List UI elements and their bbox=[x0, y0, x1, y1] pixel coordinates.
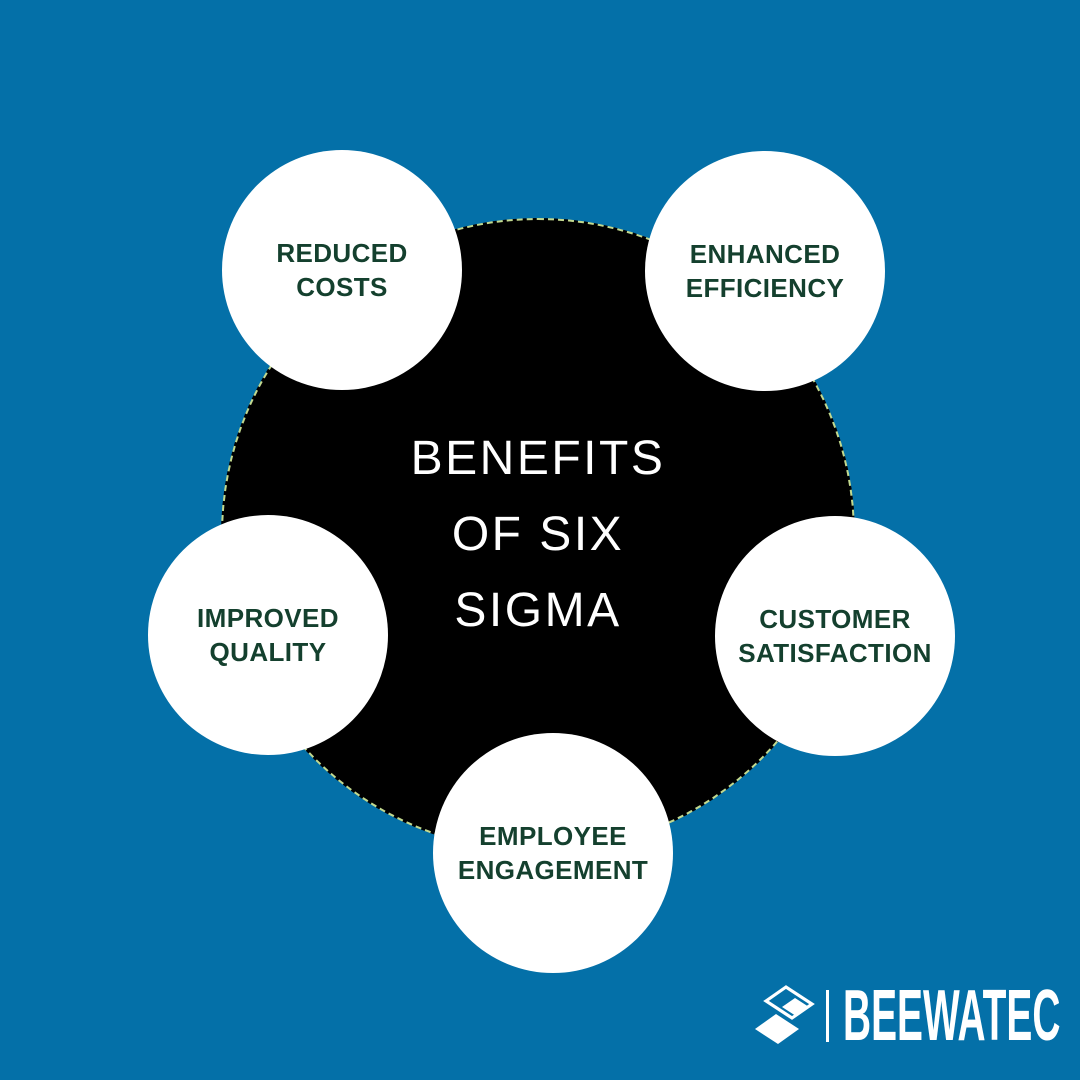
benefit-label-line-2: QUALITY bbox=[209, 637, 327, 667]
title-line-1: BENEFITS bbox=[410, 432, 666, 485]
benefit-label-line-2: COSTS bbox=[296, 272, 388, 302]
benefit-label-line-1: IMPROVED bbox=[197, 603, 339, 633]
benefit-label-line-2: ENGAGEMENT bbox=[457, 855, 649, 885]
benefit-label: CUSTOMER SATISFACTION bbox=[738, 602, 932, 670]
title-line-3: SIGMA bbox=[454, 584, 622, 637]
title-line-2: OF SIX bbox=[451, 508, 625, 561]
benefit-label-line-1: CUSTOMER bbox=[759, 604, 911, 634]
benefit-label-line-2: SATISFACTION bbox=[738, 638, 932, 668]
benefit-circle-customer-satisfaction: CUSTOMER SATISFACTION bbox=[715, 516, 955, 756]
benefit-circle-improved-quality: IMPROVED QUALITY bbox=[148, 515, 388, 755]
benefit-label-line-1: EMPLOYEE bbox=[479, 821, 627, 851]
benefit-label: IMPROVED QUALITY bbox=[197, 601, 339, 669]
logo-wordmark: BEEWATEC bbox=[843, 976, 1061, 1056]
benefit-label: EMPLOYEE ENGAGEMENT bbox=[458, 819, 648, 887]
benefit-label-line-2: EFFICIENCY bbox=[685, 273, 845, 303]
benefit-label: ENHANCED EFFICIENCY bbox=[686, 237, 845, 305]
beewatec-logo: BEEWATEC bbox=[753, 976, 1080, 1056]
beewatec-tiles-icon bbox=[755, 985, 815, 1044]
benefit-label-line-1: REDUCED bbox=[276, 238, 408, 268]
logo-divider bbox=[826, 990, 829, 1042]
benefit-label: REDUCED COSTS bbox=[276, 236, 407, 304]
benefit-circle-reduced-costs: REDUCED COSTS bbox=[222, 150, 462, 390]
benefit-circle-employee-engagement: EMPLOYEE ENGAGEMENT bbox=[433, 733, 673, 973]
diagram-title: BENEFITS OF SIX SIGMA bbox=[411, 421, 666, 649]
benefit-circle-enhanced-efficiency: ENHANCED EFFICIENCY bbox=[645, 151, 885, 391]
benefit-label-line-1: ENHANCED bbox=[689, 239, 841, 269]
